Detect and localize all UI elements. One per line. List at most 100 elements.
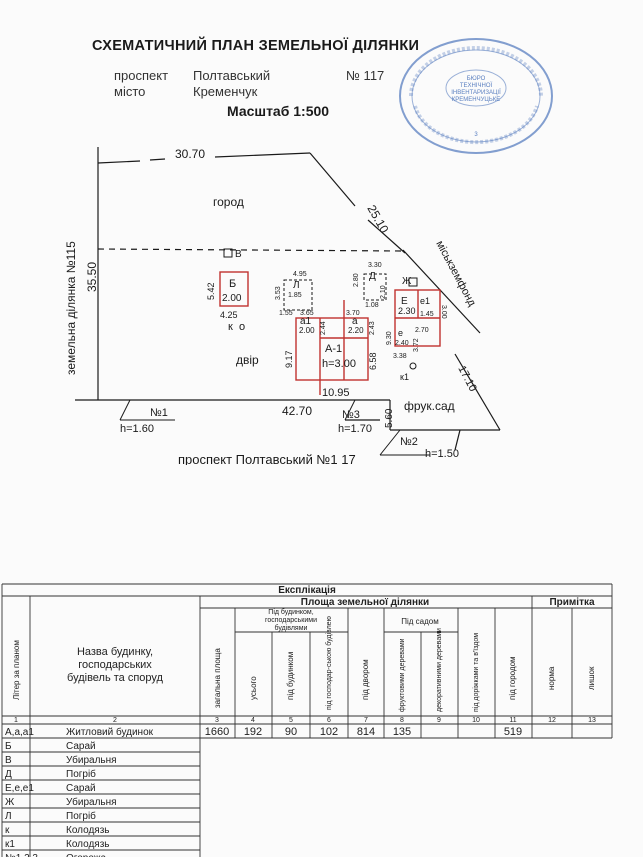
row-liter: Е,е,е1	[5, 783, 34, 794]
l-bottom: 1.55	[279, 310, 293, 317]
group-buildings-1: Під будинком,	[268, 608, 313, 616]
a-top: 3.70	[346, 310, 360, 317]
a-right: 2.43	[369, 321, 376, 335]
fence3-h: h=1.70	[338, 423, 372, 435]
e-small-value: 2.40	[395, 340, 409, 347]
dim-10-95: 10.95	[322, 387, 350, 399]
row-liter: Л	[5, 811, 12, 822]
l-label: Л	[293, 280, 300, 291]
o-label: о	[239, 321, 245, 333]
row-value-all: 192	[244, 726, 262, 738]
row-name: Колодязь	[66, 839, 110, 850]
l-top: 4.95	[293, 271, 307, 278]
column-number: 2	[113, 717, 117, 724]
d-top: 3.30	[368, 262, 382, 269]
k-label: к	[228, 321, 233, 333]
row-name: Сарай	[66, 783, 96, 794]
group-buildings-3: будівлями	[275, 624, 308, 632]
row-value-house: 90	[285, 726, 297, 738]
city-value: Кременчук	[193, 84, 258, 99]
e-area: 2.30	[398, 306, 416, 316]
col-norm: норма	[547, 666, 556, 690]
fence3-no: №3	[342, 409, 360, 421]
v-label: В	[235, 249, 242, 260]
d-label: Д	[369, 271, 376, 282]
a-value: 2.20	[348, 326, 364, 335]
col-paths: під доріжками та в'їздом	[472, 633, 480, 712]
b-label: Б	[229, 278, 236, 290]
stamp-line-3: ІНВЕНТАРИЗАЦІЇ	[451, 89, 501, 96]
e-small-label: е	[398, 328, 403, 338]
e1-value: 1.45	[420, 311, 434, 318]
column-number: 6	[327, 717, 331, 724]
street-label: проспект	[114, 68, 169, 83]
col-excess: лишок	[587, 666, 596, 690]
row-name: Погріб	[66, 768, 96, 780]
column-number: 7	[364, 717, 368, 724]
col-yard: під двором	[361, 659, 370, 700]
col-name-3: будівель та споруд	[67, 672, 164, 684]
stamp-line-4: КРЕМЕНЧУЦЬКЕ	[452, 97, 501, 103]
d-left: 2.80	[353, 273, 360, 287]
house-left: 9.17	[284, 350, 294, 368]
dim-diag: 25.10	[364, 203, 391, 236]
e-right: 3.00	[440, 305, 447, 319]
row-name: Огорожа	[66, 853, 106, 857]
row-liter: Ж	[5, 797, 15, 808]
bottom-street: проспект Полтавський №1 17	[178, 452, 356, 465]
e-bottom: 3.38	[393, 353, 407, 360]
dim-5-60: 5.60	[384, 408, 395, 428]
left-neighbor: земельна ділянка №115	[64, 241, 78, 375]
col-outbuildings: під господар-ською будівлею	[325, 616, 333, 710]
column-number: 3	[215, 717, 219, 724]
column-number: 1	[14, 717, 18, 724]
house-label: А-1	[325, 343, 342, 355]
row-value-veg: 519	[504, 726, 522, 738]
column-number: 13	[588, 717, 596, 724]
e-label: Е	[401, 296, 408, 307]
a1-value: 2.00	[299, 326, 315, 335]
d-bottom: 1.08	[365, 302, 379, 309]
a1-top: 3.65	[300, 310, 314, 317]
column-number: 10	[472, 717, 480, 724]
scale-label: Масштаб 1:500	[227, 103, 330, 119]
row-value-outb: 102	[320, 726, 338, 738]
row-name: Сарай	[66, 741, 96, 752]
b-area: 2.00	[222, 293, 242, 304]
e1-label: е1	[420, 296, 430, 306]
stamp-line-1: БЮРО	[467, 76, 486, 82]
l-left: 3.53	[275, 286, 282, 300]
column-number: 8	[400, 717, 404, 724]
plot-number: № 117	[346, 68, 385, 83]
document-title: СХЕМАТИЧНИЙ ПЛАН ЗЕМЕЛЬНОЇ ДІЛЯНКИ	[92, 38, 420, 54]
label-gorod: город	[213, 195, 244, 209]
row-value-total: 1660	[205, 726, 229, 738]
house-h: h=3.00	[322, 358, 356, 370]
b-bottom: 4.25	[220, 310, 238, 320]
site-plan: 30.70 35.50 25.10 42.70 17.10 5.60 10.95…	[64, 147, 501, 465]
group-buildings-2: господарськими	[265, 617, 317, 624]
column-number: 5	[289, 717, 293, 724]
col-fruit: фруктовими деревами	[399, 638, 406, 712]
row-value-yard: 814	[357, 726, 375, 738]
dim-right: 17.10	[455, 364, 479, 394]
house-right: 6.58	[368, 352, 378, 370]
fence1-h: h=1.60	[120, 423, 154, 435]
col-name-2: господарських	[78, 659, 152, 671]
column-number: 4	[251, 717, 255, 724]
area-header: Площа земельної ділянки	[301, 597, 429, 608]
stamp-line-2: ТЕХНІЧНОЇ	[460, 82, 493, 89]
e-left: 9.30	[386, 331, 393, 345]
row-liter: Д	[5, 769, 12, 780]
l-inner: 1.85	[288, 292, 302, 299]
row-value-fruit: 135	[393, 726, 411, 738]
dim-left: 35.50	[85, 262, 99, 292]
col-total: загальна площа	[213, 648, 222, 708]
row-name: Убиральня	[66, 754, 117, 766]
b-left: 5.42	[206, 282, 216, 300]
row-liter: к1	[5, 839, 15, 850]
explication-table: Експлікація Площа земельної ділянки Прим…	[1, 583, 613, 857]
label-fruk-sad: фрук.сад	[404, 399, 455, 413]
row-liter: В	[5, 755, 12, 766]
e-small-right: 2.70	[415, 327, 429, 334]
